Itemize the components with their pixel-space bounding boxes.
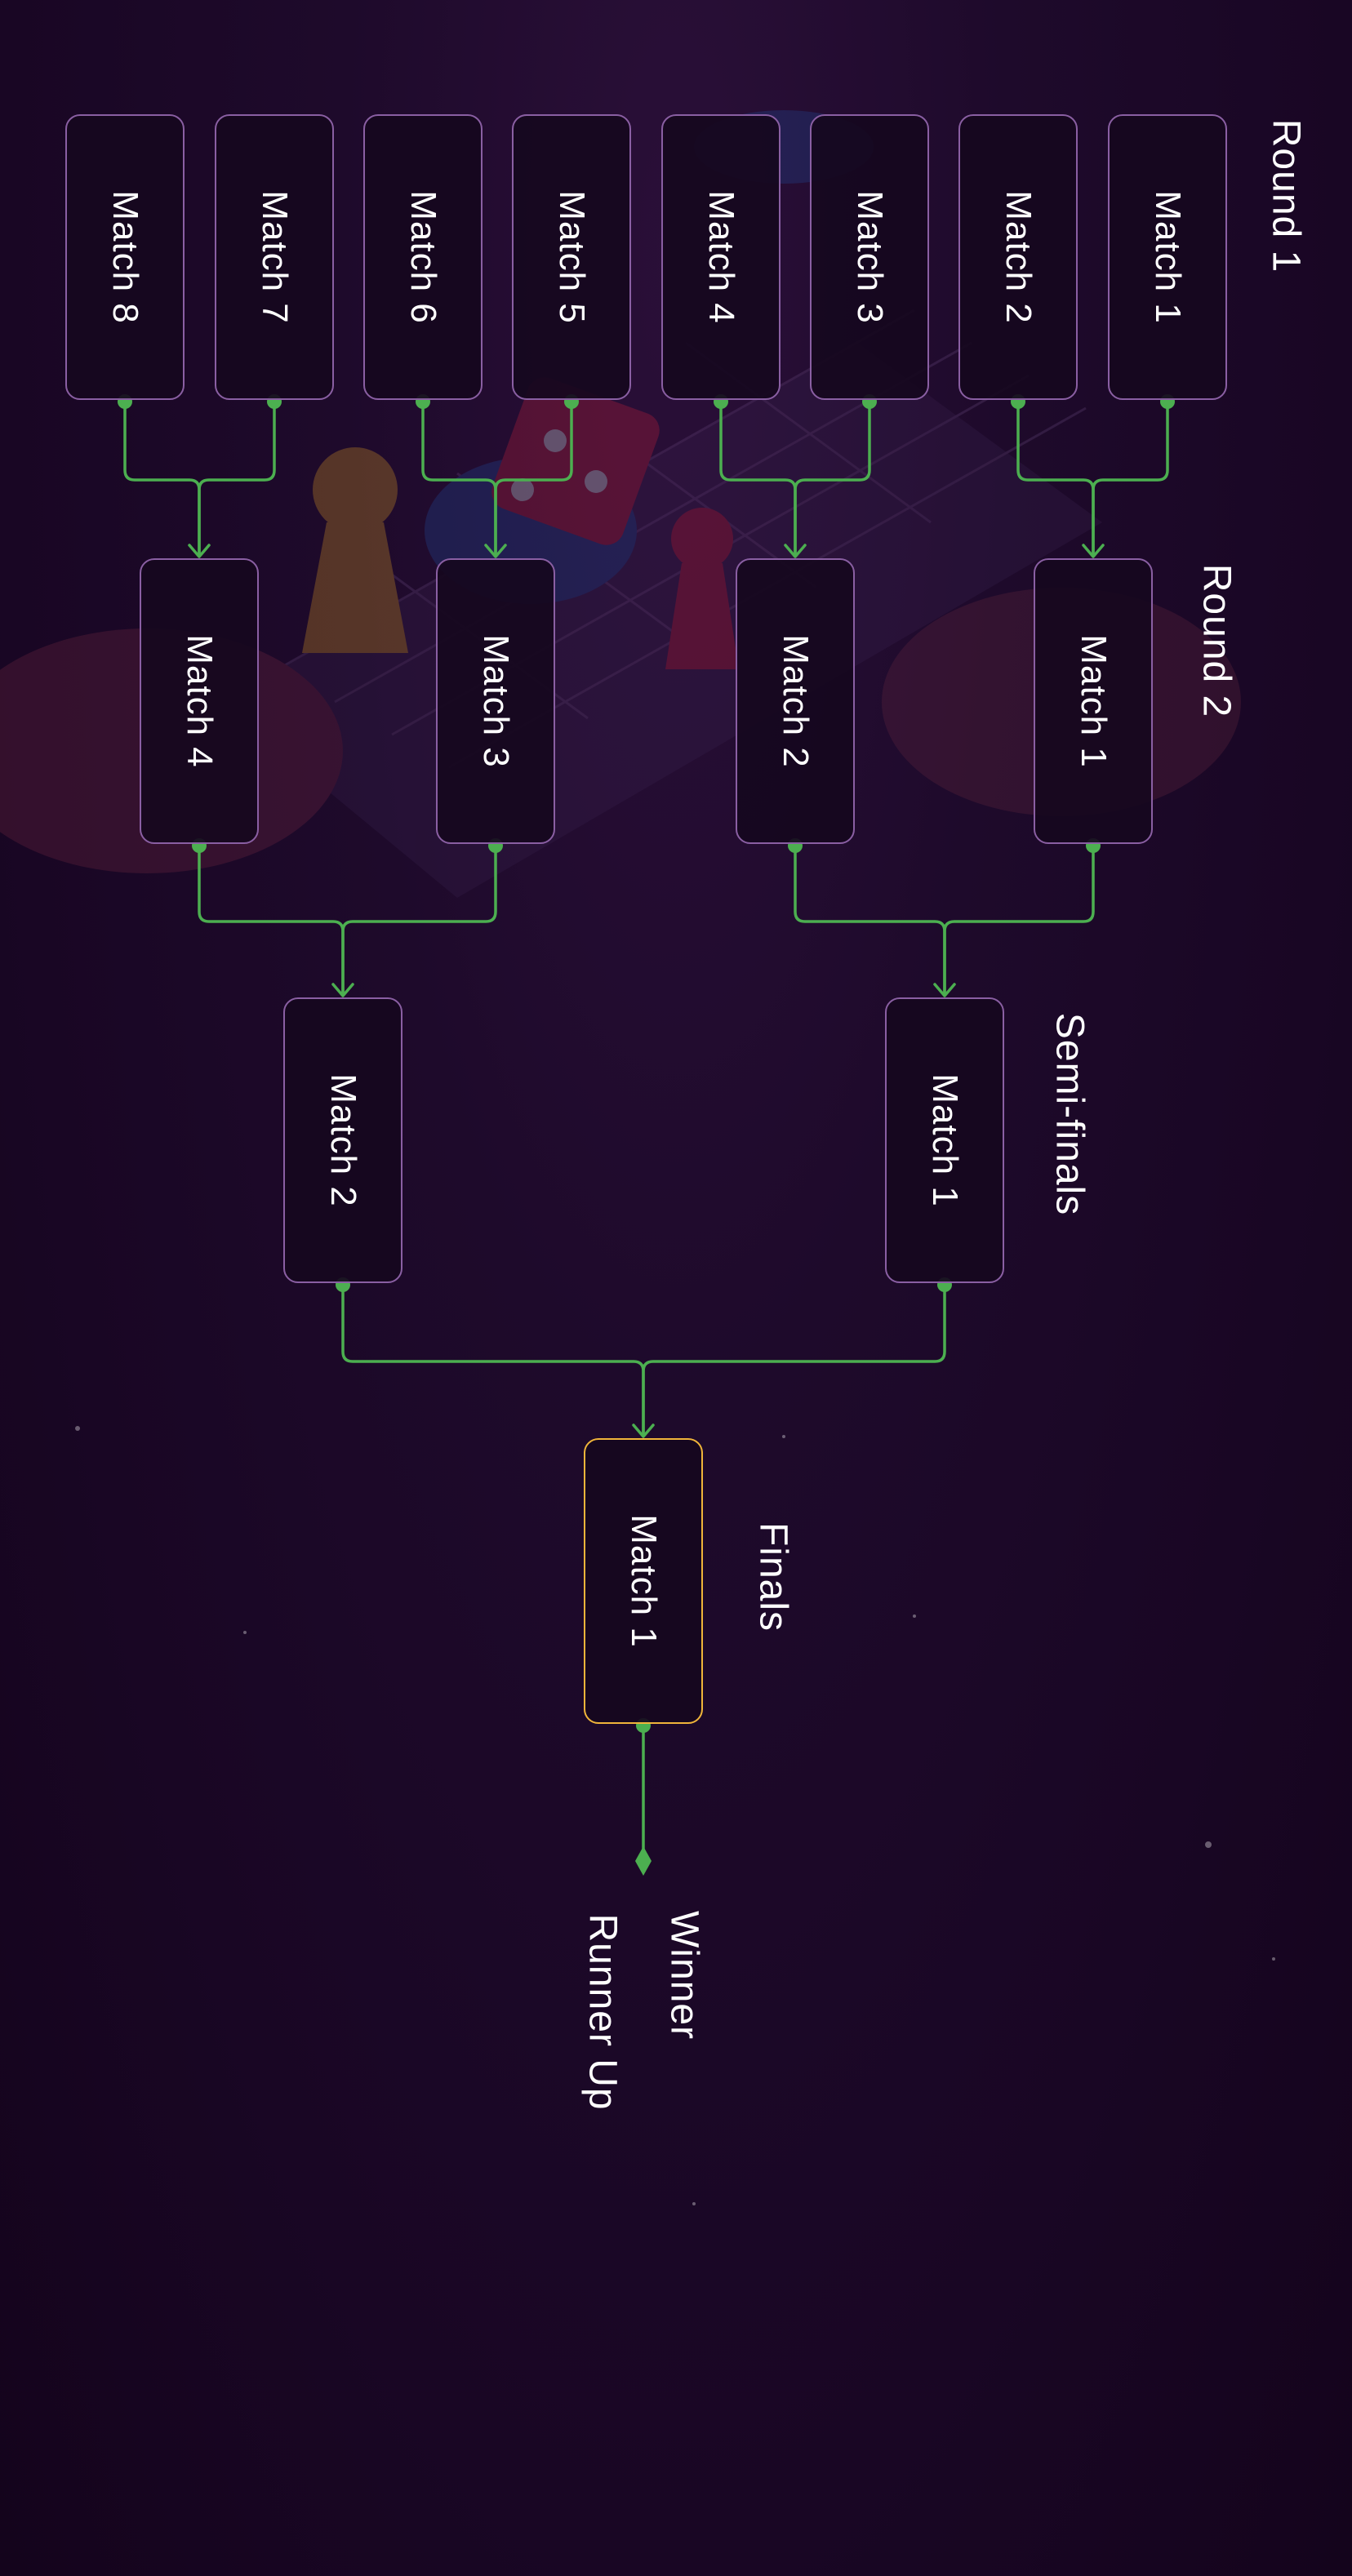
- match-label: Match 6: [403, 190, 443, 324]
- connector-line: [123, 402, 201, 555]
- connector-line: [719, 402, 797, 555]
- match-label: Match 2: [323, 1073, 363, 1207]
- match-card[interactable]: Match 6: [363, 114, 483, 400]
- match-label: Match 3: [476, 634, 516, 768]
- match-label: Match 1: [1148, 190, 1188, 324]
- match-label: Match 7: [255, 190, 295, 324]
- connector-end-marker: [635, 1846, 652, 1876]
- connector-arrow: [933, 983, 956, 997]
- match-label: Match 2: [776, 634, 816, 768]
- match-card[interactable]: Match 7: [215, 114, 334, 400]
- match-card[interactable]: Match 2: [736, 558, 855, 844]
- connector-line: [1092, 402, 1169, 555]
- match-label: Match 1: [925, 1073, 965, 1207]
- connector-line: [198, 846, 345, 994]
- connector-arrow: [484, 544, 507, 558]
- match-card[interactable]: Match 8: [65, 114, 185, 400]
- match-card[interactable]: Match 4: [140, 558, 259, 844]
- match-card[interactable]: Match 2: [958, 114, 1078, 400]
- connector-line: [1016, 402, 1095, 555]
- result-runner-up-label: Runner Up: [580, 1913, 625, 2111]
- round-title-4: Finals: [751, 1521, 795, 1632]
- match-card[interactable]: Match 1: [885, 997, 1004, 1283]
- match-label: Match 1: [1074, 634, 1114, 768]
- match-card[interactable]: Match 1: [584, 1438, 703, 1724]
- round-title-1: Round 1: [1264, 118, 1308, 273]
- match-card[interactable]: Match 3: [436, 558, 555, 844]
- match-card[interactable]: Match 1: [1034, 558, 1153, 844]
- connector-line: [794, 846, 946, 994]
- match-card[interactable]: Match 3: [810, 114, 929, 400]
- connector-arrow: [1082, 544, 1105, 558]
- match-card[interactable]: Match 4: [661, 114, 781, 400]
- connector-line: [494, 402, 573, 555]
- connector-arrow: [331, 983, 354, 997]
- round-title-2: Round 2: [1194, 563, 1239, 718]
- match-label: Match 4: [701, 190, 741, 324]
- connector-line: [642, 1285, 946, 1435]
- connector-arrow: [632, 1423, 655, 1438]
- connector-line: [421, 402, 497, 555]
- connector-line: [341, 846, 497, 994]
- match-label: Match 1: [624, 1514, 664, 1648]
- connector-line: [341, 1285, 645, 1435]
- connector-line: [794, 402, 871, 555]
- connector-line: [943, 846, 1095, 994]
- match-card[interactable]: Match 1: [1108, 114, 1227, 400]
- connector-line: [198, 402, 276, 555]
- match-label: Match 4: [180, 634, 220, 768]
- match-label: Match 5: [552, 190, 592, 324]
- result-winner-label: Winner: [662, 1910, 706, 2041]
- round-title-3: Semi-finals: [1047, 1012, 1092, 1216]
- connector-arrow: [188, 544, 211, 558]
- match-label: Match 8: [105, 190, 145, 324]
- connector-arrow: [784, 544, 807, 558]
- match-label: Match 3: [850, 190, 890, 324]
- match-label: Match 2: [998, 190, 1038, 324]
- match-card[interactable]: Match 5: [512, 114, 631, 400]
- match-card[interactable]: Match 2: [283, 997, 402, 1283]
